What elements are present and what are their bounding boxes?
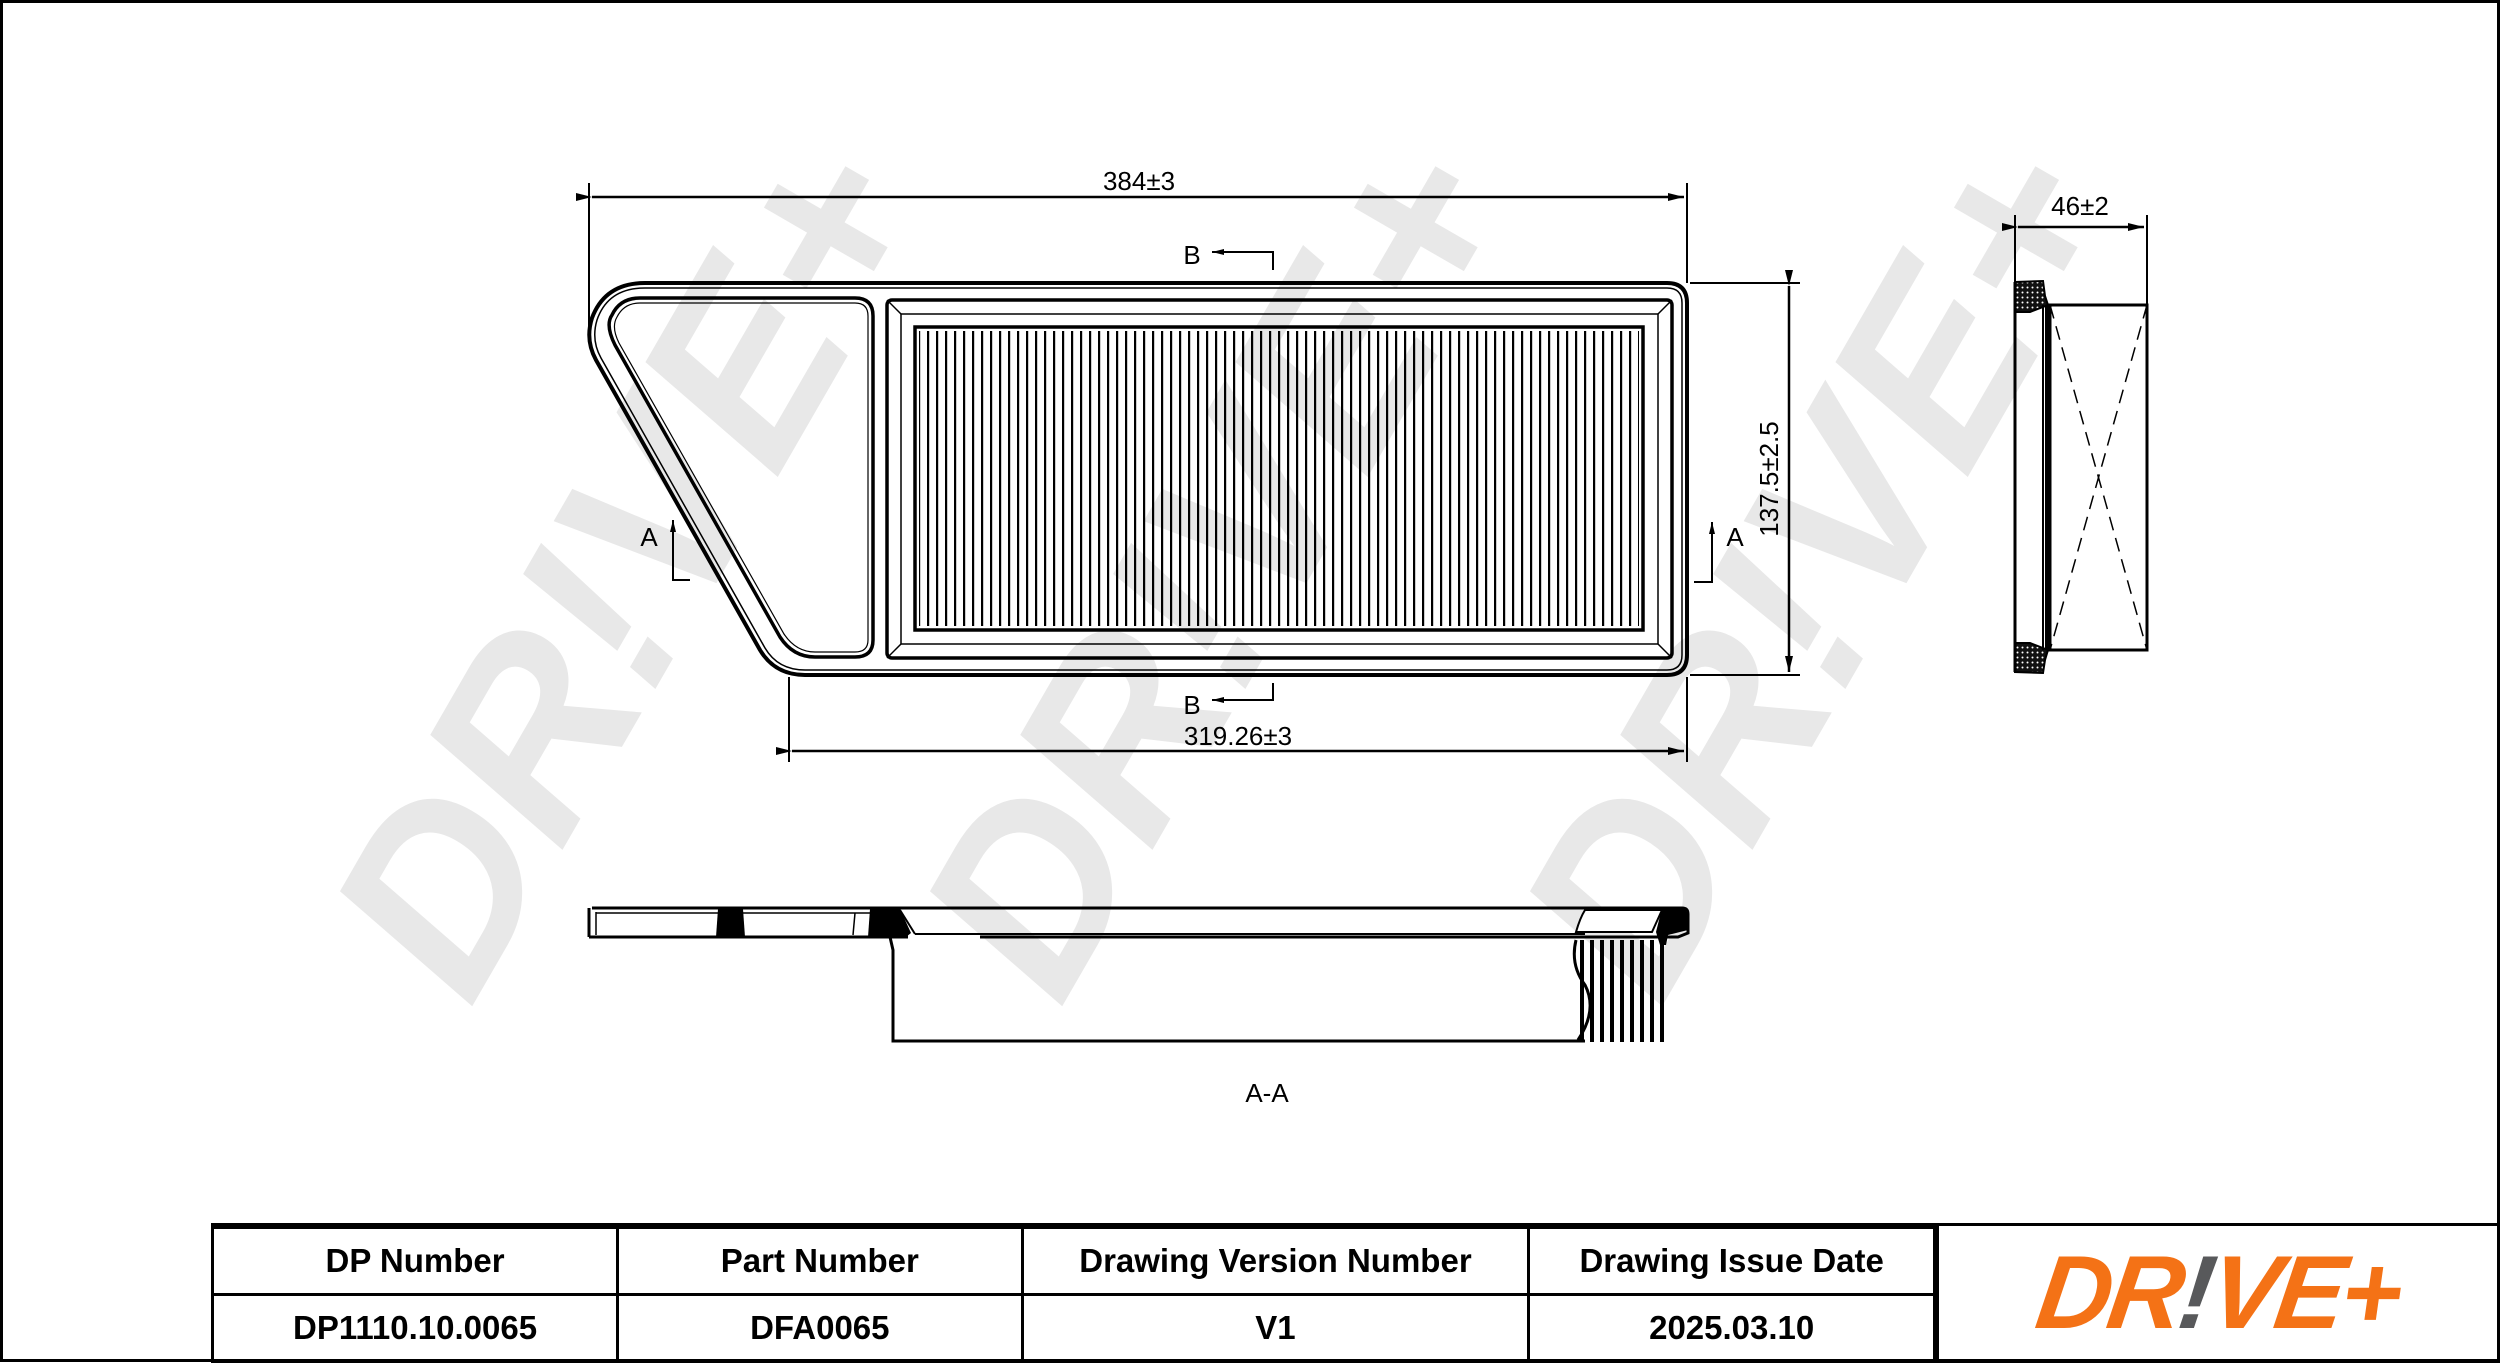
section-marker-b-top: B — [1183, 240, 1200, 270]
section-marker-a-left: A — [640, 522, 658, 552]
header-dp-number: DP Number — [210, 1226, 620, 1296]
title-block-value-row: DP1110.10.0065 DFA0065 V1 2025.03.10 — [210, 1293, 1936, 1363]
title-block-table: DP Number Part Number Drawing Version Nu… — [210, 1226, 1936, 1363]
value-dp-number: DP1110.10.0065 — [210, 1293, 620, 1363]
value-issue-date: 2025.03.10 — [1527, 1293, 1936, 1363]
drive-plus-logo: DR!VE+ — [2030, 1235, 2407, 1351]
header-drawing-version: Drawing Version Number — [1020, 1226, 1531, 1296]
logo-part-dr: DR — [2030, 1235, 2189, 1351]
dimension-height: 46±2 — [2051, 191, 2109, 221]
dimension-width: 137.5±2.5 — [1754, 421, 1784, 536]
section-marker-b-bottom: B — [1183, 690, 1200, 720]
logo-cell: DR!VE+ — [1936, 1226, 2500, 1363]
dimension-inner-length: 319.26±3 — [1184, 721, 1292, 751]
value-part-number: DFA0065 — [616, 1293, 1024, 1363]
logo-part-ve-plus: VE+ — [2203, 1235, 2407, 1351]
header-part-number: Part Number — [616, 1226, 1024, 1296]
header-issue-date: Drawing Issue Date — [1527, 1226, 1936, 1296]
title-block-header-row: DP Number Part Number Drawing Version Nu… — [210, 1226, 1936, 1296]
title-block: DP Number Part Number Drawing Version Nu… — [210, 1223, 2500, 1363]
section-view-label: A-A — [1245, 1078, 1289, 1108]
value-drawing-version: V1 — [1020, 1293, 1531, 1363]
side-view — [2002, 215, 2149, 675]
section-marker-a-right: A — [1726, 522, 1744, 552]
dimension-overall-length: 384±3 — [1103, 166, 1175, 196]
top-view — [576, 183, 1800, 762]
section-a-a — [587, 906, 1690, 1043]
